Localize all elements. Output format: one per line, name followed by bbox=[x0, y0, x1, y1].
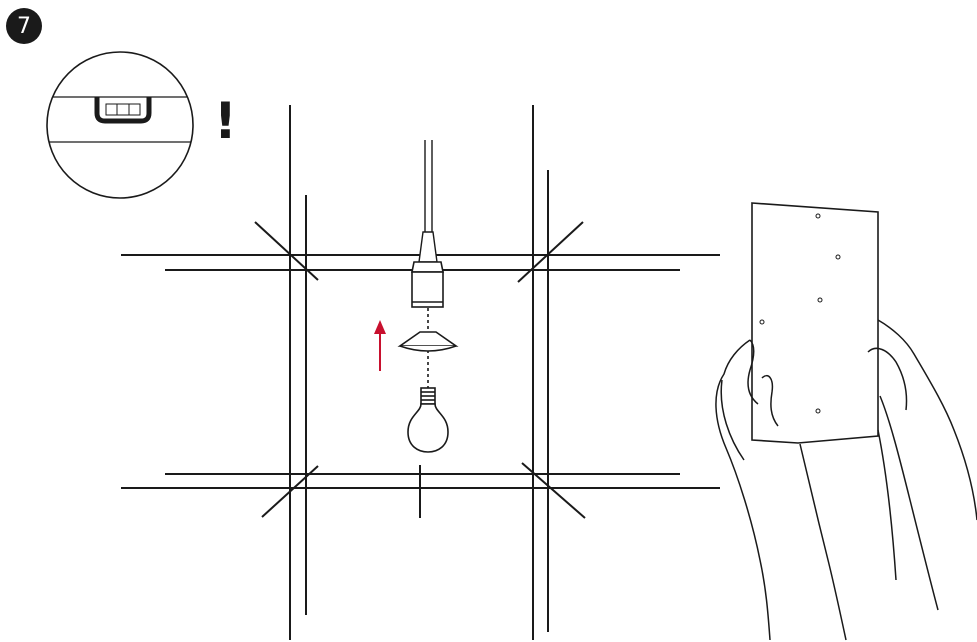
lamp-socket bbox=[411, 261, 444, 308]
ceiling-grid bbox=[121, 105, 720, 640]
left-hand bbox=[715, 339, 847, 641]
ceiling-panel bbox=[751, 202, 879, 444]
level-detail-callout bbox=[46, 51, 194, 199]
step-number: 7 bbox=[17, 13, 31, 39]
spirit-level-icon bbox=[47, 96, 193, 143]
arrow-up-icon bbox=[374, 320, 386, 371]
exclamation-icon: ! bbox=[214, 92, 237, 150]
right-hand bbox=[867, 319, 977, 611]
step-number-badge: 7 bbox=[6, 8, 42, 44]
lamp-shade bbox=[397, 331, 459, 352]
pendant-cord bbox=[418, 140, 438, 263]
light-bulb bbox=[407, 387, 449, 453]
